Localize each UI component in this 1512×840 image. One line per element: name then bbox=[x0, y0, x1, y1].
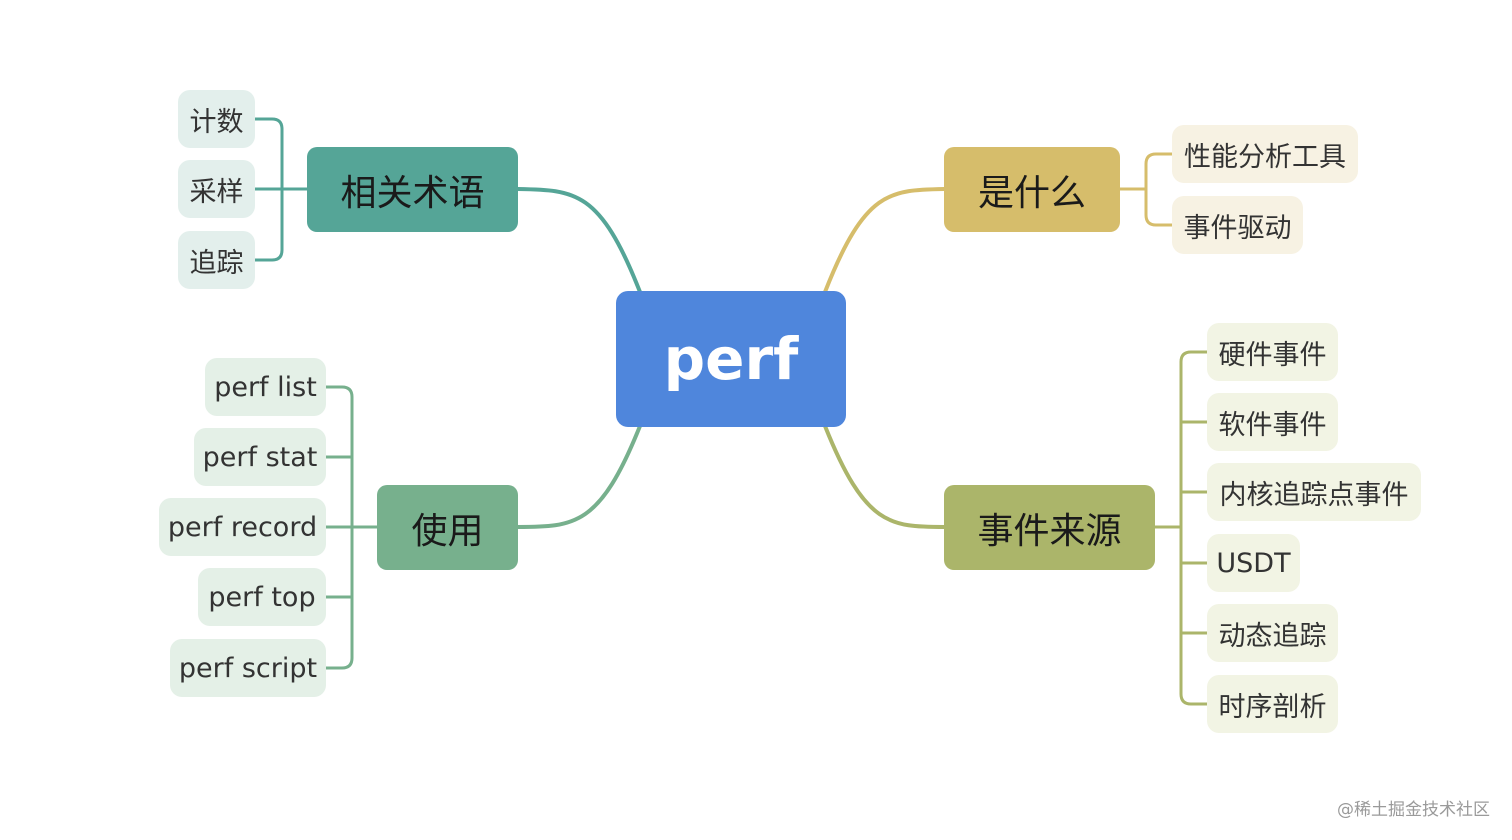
link-center-usage bbox=[516, 425, 642, 529]
branch-usage[interactable]: 使用 bbox=[377, 485, 518, 570]
leaf-sources-timing[interactable]: 时序剖析 bbox=[1207, 675, 1338, 733]
leaf-terms-sampling[interactable]: 采样 bbox=[178, 160, 255, 218]
sources-bracket bbox=[1155, 350, 1207, 706]
usage-bracket bbox=[326, 385, 378, 670]
leaf-sources-software[interactable]: 软件事件 bbox=[1207, 393, 1338, 451]
leaf-usage-stat[interactable]: perf stat bbox=[194, 428, 326, 486]
leaf-sources-tracepoint[interactable]: 内核追踪点事件 bbox=[1207, 463, 1421, 521]
leaf-usage-record[interactable]: perf record bbox=[159, 498, 326, 556]
leaf-usage-top[interactable]: perf top bbox=[198, 568, 326, 626]
leaf-usage-script[interactable]: perf script bbox=[170, 639, 326, 697]
leaf-sources-hardware[interactable]: 硬件事件 bbox=[1207, 323, 1338, 381]
link-center-terms bbox=[516, 187, 642, 293]
branch-terms[interactable]: 相关术语 bbox=[307, 147, 518, 232]
link-center-what bbox=[823, 187, 946, 293]
watermark: @稀土掘金技术社区 bbox=[1337, 800, 1490, 820]
center-node[interactable]: perf bbox=[616, 291, 846, 427]
leaf-sources-usdt[interactable]: USDT bbox=[1207, 534, 1300, 592]
leaf-what-event-driven[interactable]: 事件驱动 bbox=[1172, 196, 1303, 254]
leaf-what-tool[interactable]: 性能分析工具 bbox=[1172, 125, 1358, 183]
leaf-usage-list[interactable]: perf list bbox=[205, 358, 326, 416]
leaf-terms-count[interactable]: 计数 bbox=[178, 90, 255, 148]
what-bracket bbox=[1119, 152, 1172, 227]
link-center-sources bbox=[823, 425, 946, 529]
leaf-sources-dynamic[interactable]: 动态追踪 bbox=[1207, 604, 1338, 662]
branch-what[interactable]: 是什么 bbox=[944, 147, 1120, 232]
branch-sources[interactable]: 事件来源 bbox=[944, 485, 1155, 570]
leaf-terms-tracing[interactable]: 追踪 bbox=[178, 231, 255, 289]
terms-bracket bbox=[255, 117, 308, 262]
